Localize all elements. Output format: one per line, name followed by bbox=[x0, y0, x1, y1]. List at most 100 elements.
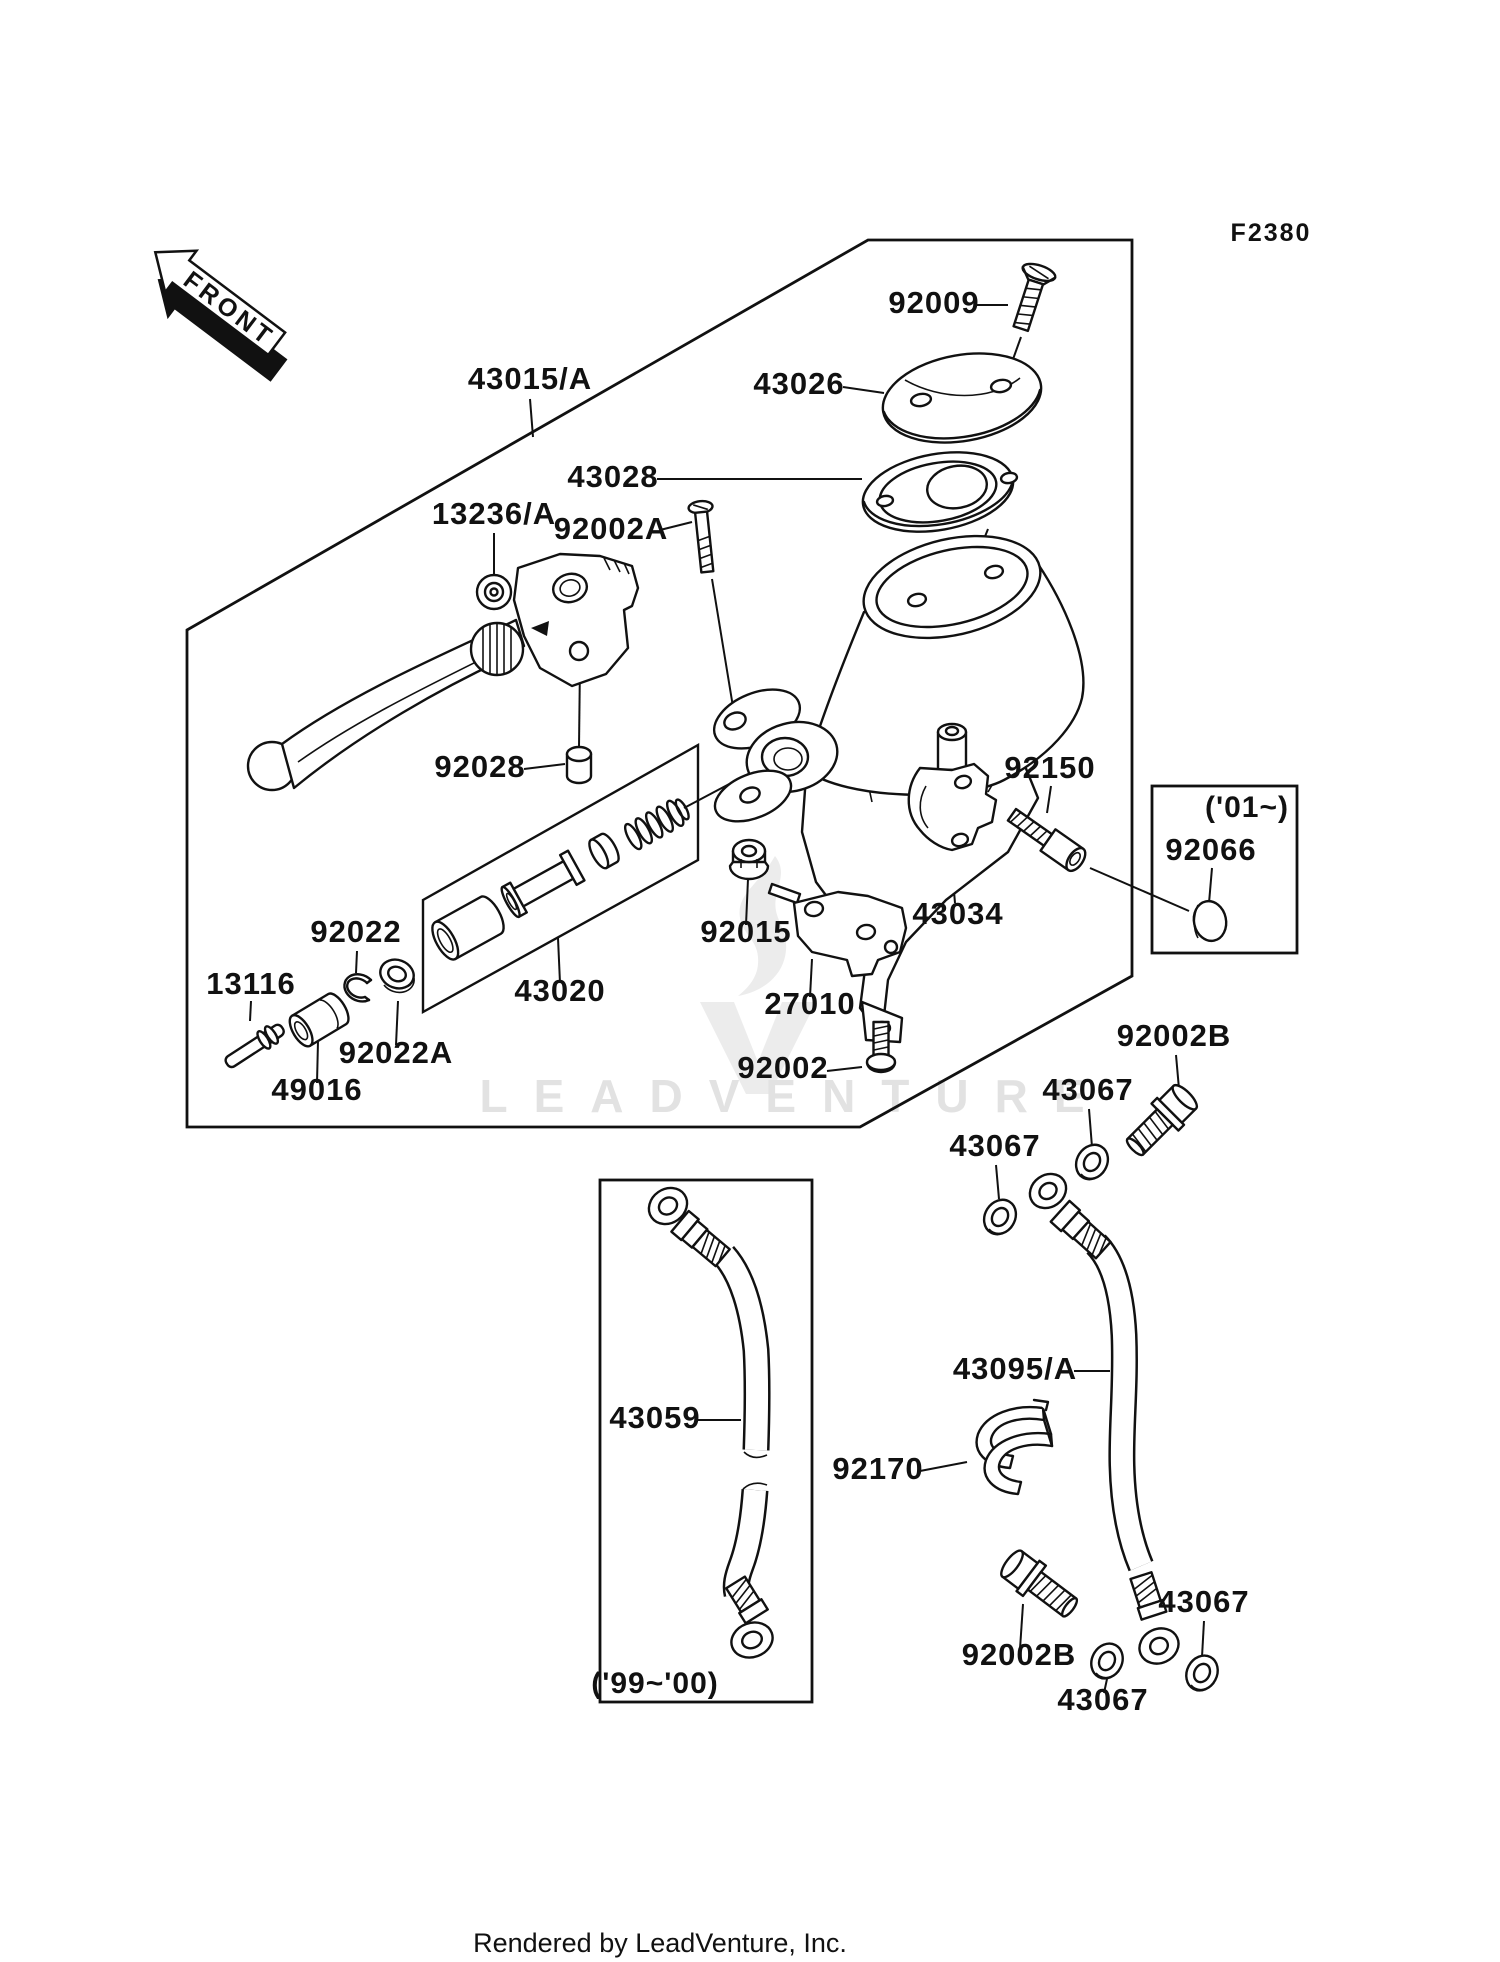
reservoir-screw-hole bbox=[983, 564, 1005, 580]
callout-92002: 92002 bbox=[737, 1050, 828, 1085]
rendered-by-footer: Rendered by LeadVenture, Inc. bbox=[473, 1928, 847, 1958]
cap-screw-hole bbox=[989, 378, 1013, 394]
callout-92002b-upper: 92002B bbox=[1117, 1018, 1232, 1053]
reservoir-screw-hole bbox=[906, 592, 928, 608]
callout-43028: 43028 bbox=[567, 459, 658, 494]
switch-screw bbox=[865, 1020, 897, 1074]
sealing-washer bbox=[1185, 1654, 1219, 1692]
callout-43020: 43020 bbox=[514, 973, 605, 1008]
clevis-upper-hole bbox=[723, 711, 747, 731]
pivot-washer bbox=[379, 958, 415, 994]
knurl-hatch bbox=[482, 623, 512, 675]
range-tag-2001: ('01~) bbox=[1205, 791, 1289, 824]
brake-lever bbox=[246, 552, 640, 792]
kit-outline bbox=[421, 742, 700, 1015]
cap-screw-hole bbox=[909, 392, 933, 408]
callout-13236: 13236/A bbox=[432, 496, 556, 531]
braid-hatch bbox=[1133, 1574, 1158, 1604]
callout-27010: 27010 bbox=[764, 986, 855, 1021]
handlebar-clamp bbox=[907, 722, 998, 852]
cap-screw bbox=[1012, 262, 1057, 333]
thread-hatch bbox=[1131, 1110, 1170, 1153]
callout-92028: 92028 bbox=[434, 749, 525, 784]
callout-92150: 92150 bbox=[1004, 750, 1095, 785]
pushrod bbox=[224, 1023, 285, 1069]
banjo-eye bbox=[1138, 1627, 1180, 1665]
callout-92015: 92015 bbox=[700, 914, 791, 949]
callout-43015: 43015/A bbox=[468, 361, 592, 396]
callout-43034: 43034 bbox=[912, 896, 1003, 931]
bore-plug bbox=[1192, 899, 1228, 943]
lever-pivot-boss bbox=[475, 573, 513, 611]
braid-hatch bbox=[700, 1231, 726, 1264]
kit-boot bbox=[431, 895, 505, 961]
lever-perch bbox=[512, 552, 640, 688]
option-box-1999-2000 bbox=[598, 1178, 814, 1704]
callout-92002b-lower: 92002B bbox=[962, 1637, 1077, 1672]
banjo-eye bbox=[647, 1186, 689, 1226]
banjo-bolt-lower bbox=[1000, 1549, 1079, 1618]
banjo-bolt-upper bbox=[1125, 1083, 1199, 1157]
callout-92170: 92170 bbox=[832, 1451, 923, 1486]
kit-cup-seal bbox=[588, 832, 620, 870]
upper-brake-hose bbox=[1028, 1172, 1180, 1665]
kit-spring bbox=[623, 798, 690, 851]
lower-brake-hose bbox=[647, 1186, 774, 1659]
callout-49016: 49016 bbox=[271, 1072, 362, 1107]
piston-repair-kit bbox=[421, 742, 700, 1015]
plate-center-hole bbox=[926, 464, 988, 510]
lever-bumper bbox=[565, 745, 593, 785]
reservoir-rim bbox=[862, 534, 1042, 640]
snap-ring bbox=[343, 973, 373, 1003]
callout-43095: 43095/A bbox=[953, 1351, 1077, 1386]
callout-92066: 92066 bbox=[1165, 832, 1256, 867]
diaphragm-plate bbox=[861, 451, 1019, 533]
braid-hatch bbox=[1080, 1223, 1107, 1256]
master-cylinder-assembly-border bbox=[185, 238, 1134, 1129]
hose-fitting-lower bbox=[724, 1575, 769, 1625]
braid-hatch bbox=[731, 1578, 755, 1610]
flange-nut bbox=[728, 838, 770, 881]
callout-43067: 43067 bbox=[1042, 1072, 1133, 1107]
hose-fitting-upper bbox=[1049, 1199, 1112, 1260]
leader-lines bbox=[249, 304, 1213, 1694]
adjuster-index-mark bbox=[531, 621, 549, 636]
callout-92009: 92009 bbox=[888, 285, 979, 320]
hose-fitting-upper bbox=[670, 1209, 731, 1268]
pivot-bushing bbox=[288, 992, 350, 1048]
callout-92022: 92022 bbox=[310, 914, 401, 949]
callout-13116: 13116 bbox=[206, 966, 296, 1001]
thread-hatch bbox=[697, 535, 713, 569]
option-box-2001 bbox=[1150, 784, 1299, 955]
perch-bumper-hole bbox=[568, 640, 590, 662]
kit-piston bbox=[500, 849, 586, 919]
callout-43067: 43067 bbox=[949, 1128, 1040, 1163]
banjo-eye bbox=[1028, 1172, 1068, 1210]
callout-43067: 43067 bbox=[1057, 1682, 1148, 1717]
sealing-washer bbox=[982, 1198, 1018, 1236]
thread-hatch bbox=[873, 1025, 889, 1051]
thread-hatch bbox=[1029, 1575, 1072, 1612]
perch-clamp-hole bbox=[551, 572, 589, 604]
callout-92022a: 92022A bbox=[339, 1035, 454, 1070]
range-tag-1999-2000: ('99~'00) bbox=[591, 1667, 719, 1700]
callout-92002a: 92002A bbox=[554, 511, 669, 546]
brake-light-switch bbox=[767, 882, 908, 978]
perch-hatch bbox=[603, 557, 630, 575]
callout-43026: 43026 bbox=[753, 366, 844, 401]
hose-clamp bbox=[975, 1398, 1054, 1496]
sealing-washer bbox=[1074, 1143, 1110, 1181]
callout-43059: 43059 bbox=[609, 1400, 700, 1435]
front-direction-arrow: FRONT bbox=[153, 249, 288, 382]
banjo-eye bbox=[730, 1621, 774, 1659]
lever-pivot-bolt bbox=[687, 499, 715, 574]
thread-hatch bbox=[1009, 811, 1048, 842]
callout-43067: 43067 bbox=[1158, 1584, 1249, 1619]
sealing-washer bbox=[1090, 1642, 1124, 1680]
reservoir-cap bbox=[881, 352, 1043, 444]
thread-hatch bbox=[1015, 287, 1041, 325]
leadventure-text-watermark: LEADVENTURE bbox=[479, 1070, 1110, 1122]
hose-break-marks bbox=[742, 1451, 768, 1490]
